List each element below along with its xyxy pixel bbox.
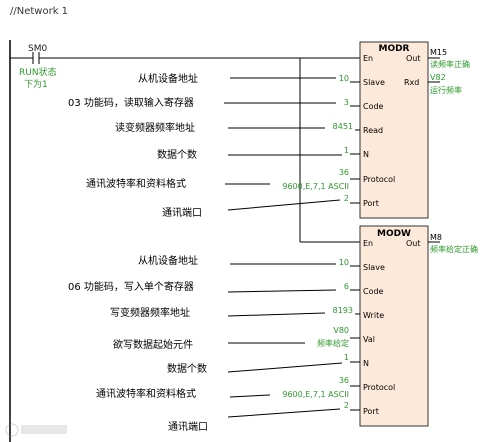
modr-pin-out: Out <box>406 54 421 63</box>
modr-pin-protocol: Protocol <box>363 175 395 184</box>
modr-pin-read: Read <box>363 126 383 135</box>
modr-annotations: 从机设备地址 03 功能码，读取输入寄存器 读变频器频率地址 数据个数 通讯波特… <box>68 72 342 219</box>
modw-note-code: 06 功能码，写入单个寄存器 <box>68 280 194 293</box>
modw-note-n: 数据个数 <box>167 362 207 375</box>
modr-val-n: 1 <box>344 146 349 155</box>
modw-note-port: 通讯端口 <box>168 420 208 433</box>
modr-note-port: 通讯端口 <box>162 206 202 219</box>
modr-pin-slave: Slave <box>363 78 385 87</box>
modw-pin-n: N <box>363 359 369 368</box>
modw-val-protocol-fmt: 9600,E,7,1 ASCII <box>282 390 349 399</box>
network-title: //Network 1 <box>10 6 68 17</box>
modr-note-slave: 从机设备地址 <box>138 72 198 85</box>
modw-pin-protocol: Protocol <box>363 383 395 392</box>
modr-val-port: 2 <box>344 194 349 203</box>
modw-note-protocol: 通讯波特率和资料格式 <box>96 387 196 400</box>
modw-annotations: 从机设备地址 06 功能码，写入单个寄存器 写变频器频率地址 欲写数据起始元件 … <box>68 254 343 433</box>
modr-rxd-var: V82 <box>430 73 446 82</box>
modw-pin-val: Val <box>363 335 375 344</box>
modw-val-write: 8193 <box>333 306 353 315</box>
modw-title: MODW <box>377 229 411 239</box>
contact-comment-1: RUN状态 <box>19 66 57 78</box>
modw-val-port: 2 <box>344 401 349 410</box>
modw-out-coil: M8 <box>430 233 442 242</box>
modw-input-wires <box>350 265 360 411</box>
modw-val-comment: 频率给定 <box>317 338 349 348</box>
modw-note-slave: 从机设备地址 <box>138 254 198 267</box>
modr-val-protocol-fmt: 9600,E,7,1 ASCII <box>282 182 349 191</box>
modr-input-wires <box>350 81 360 204</box>
modr-pin-port: Port <box>363 199 379 208</box>
modr-pin-code: Code <box>363 102 384 111</box>
modw-val-var: V80 <box>333 326 349 335</box>
modw-val-protocol-num: 36 <box>339 376 349 385</box>
modr-note-read: 读变频器频率地址 <box>115 121 195 134</box>
modr-rxd-comment: 运行频率 <box>430 85 462 95</box>
modr-note-n: 数据个数 <box>157 148 197 161</box>
modr-val-code: 3 <box>344 98 349 107</box>
modr-note-protocol: 通讯波特率和资料格式 <box>86 177 186 190</box>
modr-note-code: 03 功能码，读取输入寄存器 <box>68 96 194 109</box>
modw-val-slave: 10 <box>339 258 349 267</box>
modw-pin-write: Write <box>363 311 384 320</box>
modw-out-comment: 频率给定正确 <box>430 244 478 254</box>
modw-val-code: 6 <box>344 282 349 291</box>
modr-pin-rxd: Rxd <box>404 78 419 87</box>
modw-pin-port: Port <box>363 407 379 416</box>
modw-pin-code: Code <box>363 287 384 296</box>
sm0-contact[interactable]: SM0 RUN状态 下为1 <box>10 44 360 90</box>
modr-val-protocol-num: 36 <box>339 168 349 177</box>
modw-val-n: 1 <box>344 353 349 362</box>
modr-block[interactable]: MODR En Out Rxd Slave Code Read N Protoc… <box>359 41 429 219</box>
modr-val-read: 8451 <box>333 122 353 131</box>
modw-block[interactable]: MODW En Out Slave Code Write Val N Proto… <box>359 225 429 427</box>
modw-note-write: 写变频器频率地址 <box>110 306 190 319</box>
modr-title: MODR <box>378 44 409 54</box>
modr-pin-en: En <box>363 54 373 63</box>
modw-pin-out: Out <box>406 239 421 248</box>
modr-out-comment: 读频率正确 <box>430 59 470 69</box>
modr-pin-n: N <box>363 150 369 159</box>
modr-val-slave: 10 <box>339 74 349 83</box>
contact-comment-2: 下为1 <box>24 78 48 90</box>
watermark-logo <box>5 423 67 437</box>
modr-out-coil: M15 <box>430 48 447 57</box>
contact-name: SM0 <box>28 44 47 54</box>
modw-pin-en: En <box>363 239 373 248</box>
modw-pin-slave: Slave <box>363 263 385 272</box>
modw-note-val: 欲写数据起始元件 <box>113 338 193 351</box>
